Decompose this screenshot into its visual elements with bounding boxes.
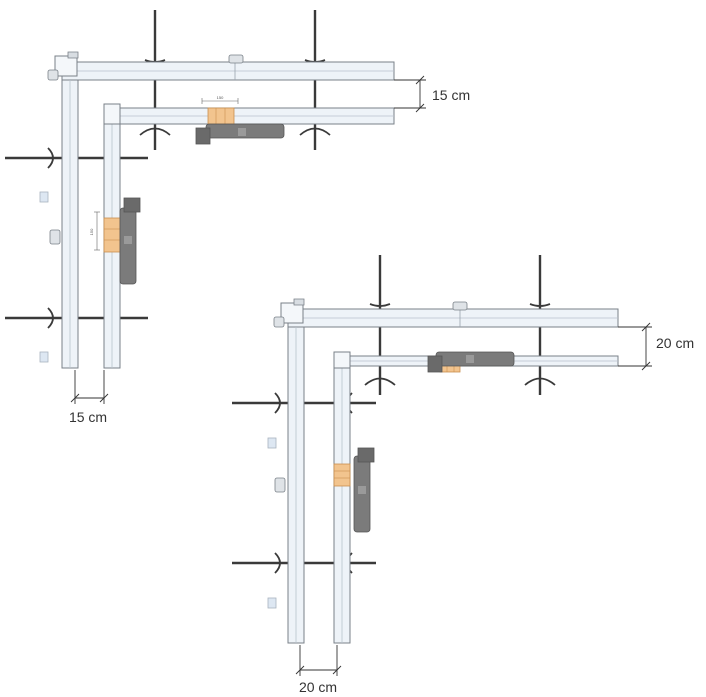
wall-anchor-boxes — [39, 191, 49, 363]
tie-arcs-2 — [274, 303, 556, 574]
insert-dimension-horizontal — [201, 98, 239, 104]
corner-detail-15cm: 150 150 15 cm — [5, 10, 470, 425]
tie-arcs — [47, 59, 331, 329]
outer-panel-horizontal — [61, 61, 395, 81]
outer-corner-piece — [54, 55, 78, 77]
tensioner-horizontal — [195, 123, 285, 145]
inner-corner-piece — [103, 103, 121, 125]
dimension-line-horizontal-panels — [394, 75, 426, 113]
dimension-label-right: 15 cm — [432, 87, 470, 103]
outer-panel-horizontal-2 — [287, 308, 619, 328]
wall-anchor-boxes-2 — [267, 437, 277, 609]
inner-corner-piece-2 — [333, 351, 351, 369]
outer-corner-clamp — [67, 51, 79, 59]
insert-label-vertical: 150 — [89, 228, 94, 235]
insert-dimension-vertical — [94, 211, 100, 251]
dimension-line-vertical-panels — [70, 370, 109, 404]
spacer-block-vertical — [103, 217, 121, 253]
insert-label-horizontal: 150 — [217, 95, 224, 100]
panel-clamps-left-2 — [274, 477, 286, 493]
outer-corner-clamp-2 — [293, 298, 305, 306]
dimension-line-vertical-panels-2 — [295, 645, 342, 676]
corner-detail-20cm: 20 cm 20 cm — [232, 255, 694, 695]
panel-clamps-left — [49, 229, 61, 245]
inner-panel-vertical-2 — [333, 355, 351, 644]
tensioner-vertical — [119, 197, 141, 285]
inner-panel-horizontal — [113, 107, 395, 125]
outer-panel-vertical-2 — [287, 326, 305, 644]
panel-clamps-top-2 — [273, 301, 468, 328]
outer-panel-vertical — [61, 79, 79, 369]
tensioner-vertical-2 — [353, 447, 375, 533]
dimension-label-right-2: 20 cm — [656, 335, 694, 351]
spacer-block-horizontal — [207, 107, 235, 125]
spacer-block-vertical-2 — [333, 463, 351, 487]
dimension-label-bottom-2: 20 cm — [299, 679, 337, 695]
dimension-line-horizontal-panels-2 — [618, 322, 652, 371]
panel-clamps-top — [47, 54, 244, 81]
dimension-label-bottom: 15 cm — [69, 409, 107, 425]
tensioner-horizontal-2 — [427, 351, 515, 373]
outer-corner-piece-2 — [280, 302, 304, 324]
